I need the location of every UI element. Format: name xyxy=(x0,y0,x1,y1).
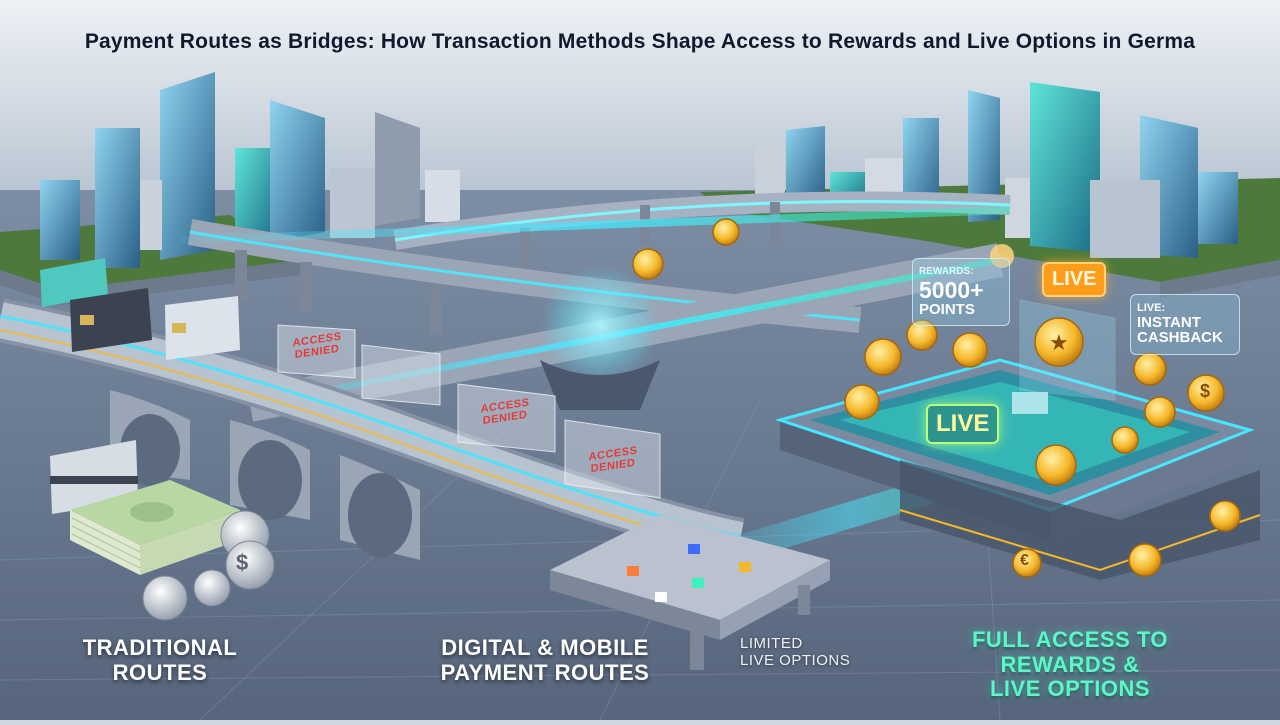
caption-line: LIMITED xyxy=(740,635,803,652)
caption-line: FULL ACCESS TO xyxy=(971,627,1169,652)
caption-digital-mobile-routes: DIGITAL & MOBILE PAYMENT ROUTES xyxy=(420,635,670,685)
caption-line: REWARDS & xyxy=(1000,651,1140,677)
caption-line: LIVE OPTIONS xyxy=(740,651,851,669)
instant-cashback-bubble: LIVE: INSTANT CASHBACK xyxy=(1130,294,1240,356)
caption-line: ROUTES xyxy=(112,659,208,685)
caption-line: TRADITIONAL xyxy=(82,635,238,660)
gold-coin-dollar-icon: $ xyxy=(1200,381,1211,401)
live-badge-platform: LIVE xyxy=(926,404,1000,444)
cashback-label: LIVE: xyxy=(1137,302,1166,314)
caption-traditional-routes: TRADITIONAL ROUTES xyxy=(40,635,280,685)
cashback-line: CASHBACK xyxy=(1137,329,1223,347)
rewards-points-bubble: REWARDS: 5000+ POINTS xyxy=(912,258,1010,327)
caption-line: DIGITAL & MOBILE xyxy=(441,635,649,660)
gold-coin-star-icon: ★ xyxy=(1049,330,1069,355)
rewards-points-unit: POINTS xyxy=(919,300,975,318)
caption-line: LIVE OPTIONS xyxy=(989,676,1151,702)
rewards-points-value: 5000+ xyxy=(919,276,984,303)
silver-coin-dollar-icon: $ xyxy=(236,550,249,575)
caption-line: PAYMENT ROUTES xyxy=(440,659,650,685)
rewards-label: REWARDS: xyxy=(919,266,974,277)
page-title: Payment Routes as Bridges: How Transacti… xyxy=(84,30,1196,53)
live-badge-top: LIVE xyxy=(1042,262,1107,297)
gold-coin-euro-icon: € xyxy=(1020,552,1029,569)
caption-limited-live-options: LIMITED LIVE OPTIONS xyxy=(740,635,900,670)
caption-full-access: FULL ACCESS TO REWARDS & LIVE OPTIONS xyxy=(930,627,1210,702)
cashback-line: INSTANT xyxy=(1137,313,1201,331)
